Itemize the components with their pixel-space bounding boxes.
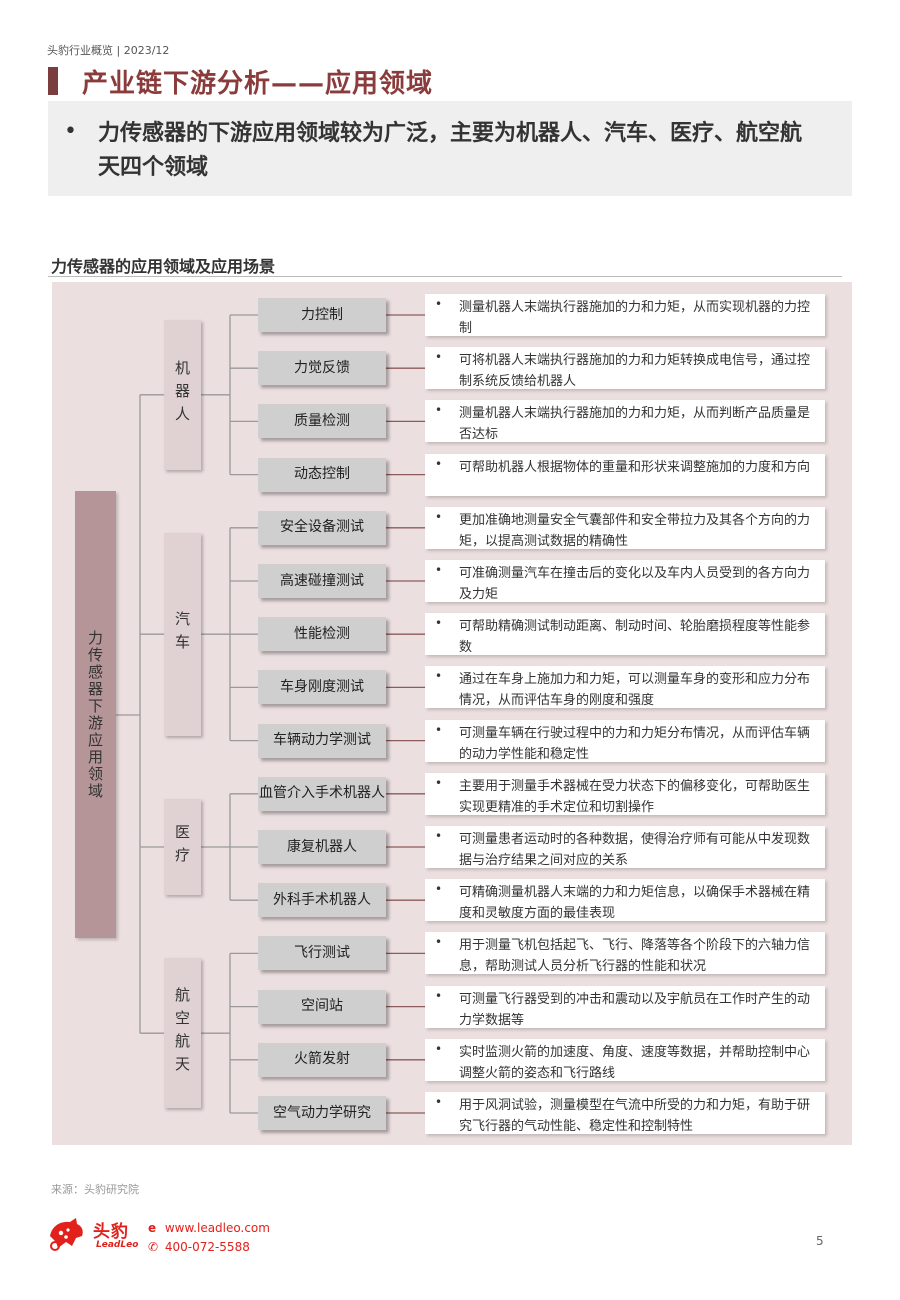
application-description: • 更加准确地测量安全气囊部件和安全带拉力及其各个方向的力矩，以提高测试数据的精确… xyxy=(425,506,825,549)
website-link[interactable]: www.leadleo.com xyxy=(164,1221,270,1235)
description-bullet: • xyxy=(435,1041,443,1056)
phone-number: 400-072-5588 xyxy=(164,1240,250,1254)
application-node: 性能检测 xyxy=(258,617,386,652)
summary-text: 力传感器的下游应用领域较为广泛，主要为机器人、汽车、医疗、航空航天四个领域 xyxy=(98,121,803,180)
summary-box: • 力传感器的下游应用领域较为广泛，主要为机器人、汽车、医疗、航空航天四个领域 xyxy=(48,101,852,196)
website-row: e www.leadleo.com xyxy=(148,1219,270,1238)
description-bullet: • xyxy=(435,882,443,897)
brand-name-cn: 头豹 xyxy=(93,1222,129,1242)
application-node: 血管介入手术机器人 xyxy=(258,776,386,811)
description-text: 用于风洞试验，测量模型在气流中所受的力和力矩，有助于研究飞行器的气动性能、稳定性… xyxy=(459,1098,811,1134)
application-description: • 可帮助机器人根据物体的重量和形状来调整施加的力度和方向 xyxy=(425,453,825,496)
application-description: • 测量机器人末端执行器施加的力和力矩，从而判断产品质量是否达标 xyxy=(425,400,825,443)
application-description: • 可测量飞行器受到的冲击和震动以及宇航员在工作时产生的动力学数据等 xyxy=(425,985,825,1028)
application-description: • 可精确测量机器人末端的力和力矩信息，以确保手术器械在精度和灵敏度方面的最佳表现 xyxy=(425,879,825,922)
description-text: 主要用于测量手术器械在受力状态下的偏移变化，可帮助医生实现更精准的手术定位和切割… xyxy=(459,778,811,815)
description-bullet: • xyxy=(435,403,443,418)
application-node: 力控制 xyxy=(258,298,386,332)
application-node: 质量检测 xyxy=(258,404,386,439)
description-bullet: • xyxy=(435,616,443,631)
description-bullet: • xyxy=(435,350,443,365)
description-bullet: • xyxy=(435,935,443,950)
application-description: • 可准确测量汽车在撞击后的变化以及车内人员受到的各方向力及力矩 xyxy=(425,560,825,602)
application-node: 动态控制 xyxy=(258,457,386,492)
description-text: 用于测量飞机包括起飞、飞行、降落等各个阶段下的六轴力信息，帮助测试人员分析飞行器… xyxy=(459,938,811,975)
description-text: 可准确测量汽车在撞击后的变化以及车内人员受到的各方向力及力矩 xyxy=(459,566,811,602)
description-bullet: • xyxy=(435,829,443,843)
domain-node: 汽车 xyxy=(164,532,201,736)
leopard-logo-icon xyxy=(50,1218,83,1251)
contact-info: e www.leadleo.com ✆ 400-072-5588 xyxy=(148,1219,270,1257)
description-bullet: • xyxy=(435,509,443,524)
description-text: 通过在车身上施加力和力矩，可以测量车身的变形和应力分布情况，从而评估车身的刚度和… xyxy=(459,672,811,709)
description-text: 可测量患者运动时的各种数据，使得治疗师有可能从中发现数据与治疗结果之间对应的关系 xyxy=(459,832,811,868)
description-bullet: • xyxy=(435,563,443,577)
application-description: • 测量机器人末端执行器施加的力和力矩，从而实现机器的力控制 xyxy=(425,294,825,336)
page-title: 产业链下游分析——应用领域 xyxy=(82,69,434,99)
description-text: 可将机器人末端执行器施加的力和力矩转换成电信号，通过控制系统反馈给机器人 xyxy=(459,353,811,390)
application-node: 车辆动力学测试 xyxy=(258,723,386,758)
description-bullet: • xyxy=(435,988,443,1003)
application-description: • 可帮助精确测试制动距离、制动时间、轮胎磨损程度等性能参数 xyxy=(425,613,825,656)
domain-node-label: 汽车 xyxy=(173,611,191,658)
page-number: 5 xyxy=(816,1234,824,1248)
description-bullet: • xyxy=(435,456,443,471)
application-node: 空气动力学研究 xyxy=(258,1096,386,1130)
application-description: • 通过在车身上施加力和力矩，可以测量车身的变形和应力分布情况，从而评估车身的刚度… xyxy=(425,666,825,709)
application-description: • 用于测量飞机包括起飞、飞行、降落等各个阶段下的六轴力信息，帮助测试人员分析飞行… xyxy=(425,932,825,975)
application-node: 康复机器人 xyxy=(258,830,386,864)
application-description: • 用于风洞试验，测量模型在气流中所受的力和力矩，有助于研究飞行器的气动性能、稳定… xyxy=(425,1092,825,1134)
application-description: • 可将机器人末端执行器施加的力和力矩转换成电信号，通过控制系统反馈给机器人 xyxy=(425,347,825,390)
web-icon: e xyxy=(148,1221,157,1235)
description-text: 可测量车辆在行驶过程中的力和力矩分布情况，从而评估车辆的动力学性能和稳定性 xyxy=(459,725,811,762)
description-text: 可帮助机器人根据物体的重量和形状来调整施加的力度和方向 xyxy=(459,459,811,475)
title-accent-bar xyxy=(48,67,58,95)
summary-bullet: • xyxy=(64,119,77,144)
description-text: 实时监测火箭的加速度、角度、速度等数据，并帮助控制中心调整火箭的姿态和飞行路线 xyxy=(459,1044,811,1081)
description-text: 测量机器人末端执行器施加的力和力矩，从而实现机器的力控制 xyxy=(459,300,811,336)
application-description: • 实时监测火箭的加速度、角度、速度等数据，并帮助控制中心调整火箭的姿态和飞行路线 xyxy=(425,1038,825,1081)
application-node: 高速碰撞测试 xyxy=(258,564,386,598)
description-text: 可帮助精确测试制动距离、制动时间、轮胎磨损程度等性能参数 xyxy=(459,619,811,656)
description-bullet: • xyxy=(435,297,443,311)
application-node: 外科手术机器人 xyxy=(258,883,386,918)
report-header: 头豹行业概览 | 2023/12 xyxy=(47,44,170,57)
application-node: 飞行测试 xyxy=(258,936,386,971)
description-text: 可精确测量机器人末端的力和力矩信息，以确保手术器械在精度和灵敏度方面的最佳表现 xyxy=(459,885,811,922)
domain-node-label: 航空航天 xyxy=(173,987,191,1080)
application-node: 安全设备测试 xyxy=(258,510,386,545)
figure-title: 力传感器的应用领域及应用场景 xyxy=(51,257,276,276)
description-text: 可测量飞行器受到的冲击和震动以及宇航员在工作时产生的动力学数据等 xyxy=(459,991,811,1028)
application-node: 车身刚度测试 xyxy=(258,670,386,705)
root-node-label: 力传感器下游应用领域 xyxy=(86,629,104,800)
application-node: 火箭发射 xyxy=(258,1042,386,1077)
application-node: 力觉反馈 xyxy=(258,351,386,386)
figure-title-divider xyxy=(48,276,842,277)
domain-node: 航空航天 xyxy=(164,958,201,1108)
domain-node-label: 医疗 xyxy=(173,823,191,870)
phone-icon: ✆ xyxy=(148,1240,159,1254)
description-bullet: • xyxy=(435,1095,443,1109)
brand-name-en: LeadLeo xyxy=(96,1240,139,1250)
description-bullet: • xyxy=(435,775,443,790)
description-bullet: • xyxy=(435,722,443,737)
description-text: 测量机器人末端执行器施加的力和力矩，从而判断产品质量是否达标 xyxy=(459,406,811,443)
domain-node-label: 机器人 xyxy=(173,360,191,430)
description-text: 更加准确地测量安全气囊部件和安全带拉力及其各个方向的力矩，以提高测试数据的精确性 xyxy=(459,512,811,549)
application-description: • 可测量车辆在行驶过程中的力和力矩分布情况，从而评估车辆的动力学性能和稳定性 xyxy=(425,719,825,762)
application-description: • 可测量患者运动时的各种数据，使得治疗师有可能从中发现数据与治疗结果之间对应的关… xyxy=(425,826,825,868)
domain-node: 医疗 xyxy=(164,798,201,896)
domain-node: 机器人 xyxy=(164,320,201,470)
root-node: 力传感器下游应用领域 xyxy=(75,491,116,938)
phone-row: ✆ 400-072-5588 xyxy=(148,1238,270,1257)
application-node: 空间站 xyxy=(258,989,386,1024)
source-note: 来源：头豹研究院 xyxy=(51,1183,139,1196)
description-bullet: • xyxy=(435,669,443,684)
application-description: • 主要用于测量手术器械在受力状态下的偏移变化，可帮助医生实现更精准的手术定位和切… xyxy=(425,772,825,815)
